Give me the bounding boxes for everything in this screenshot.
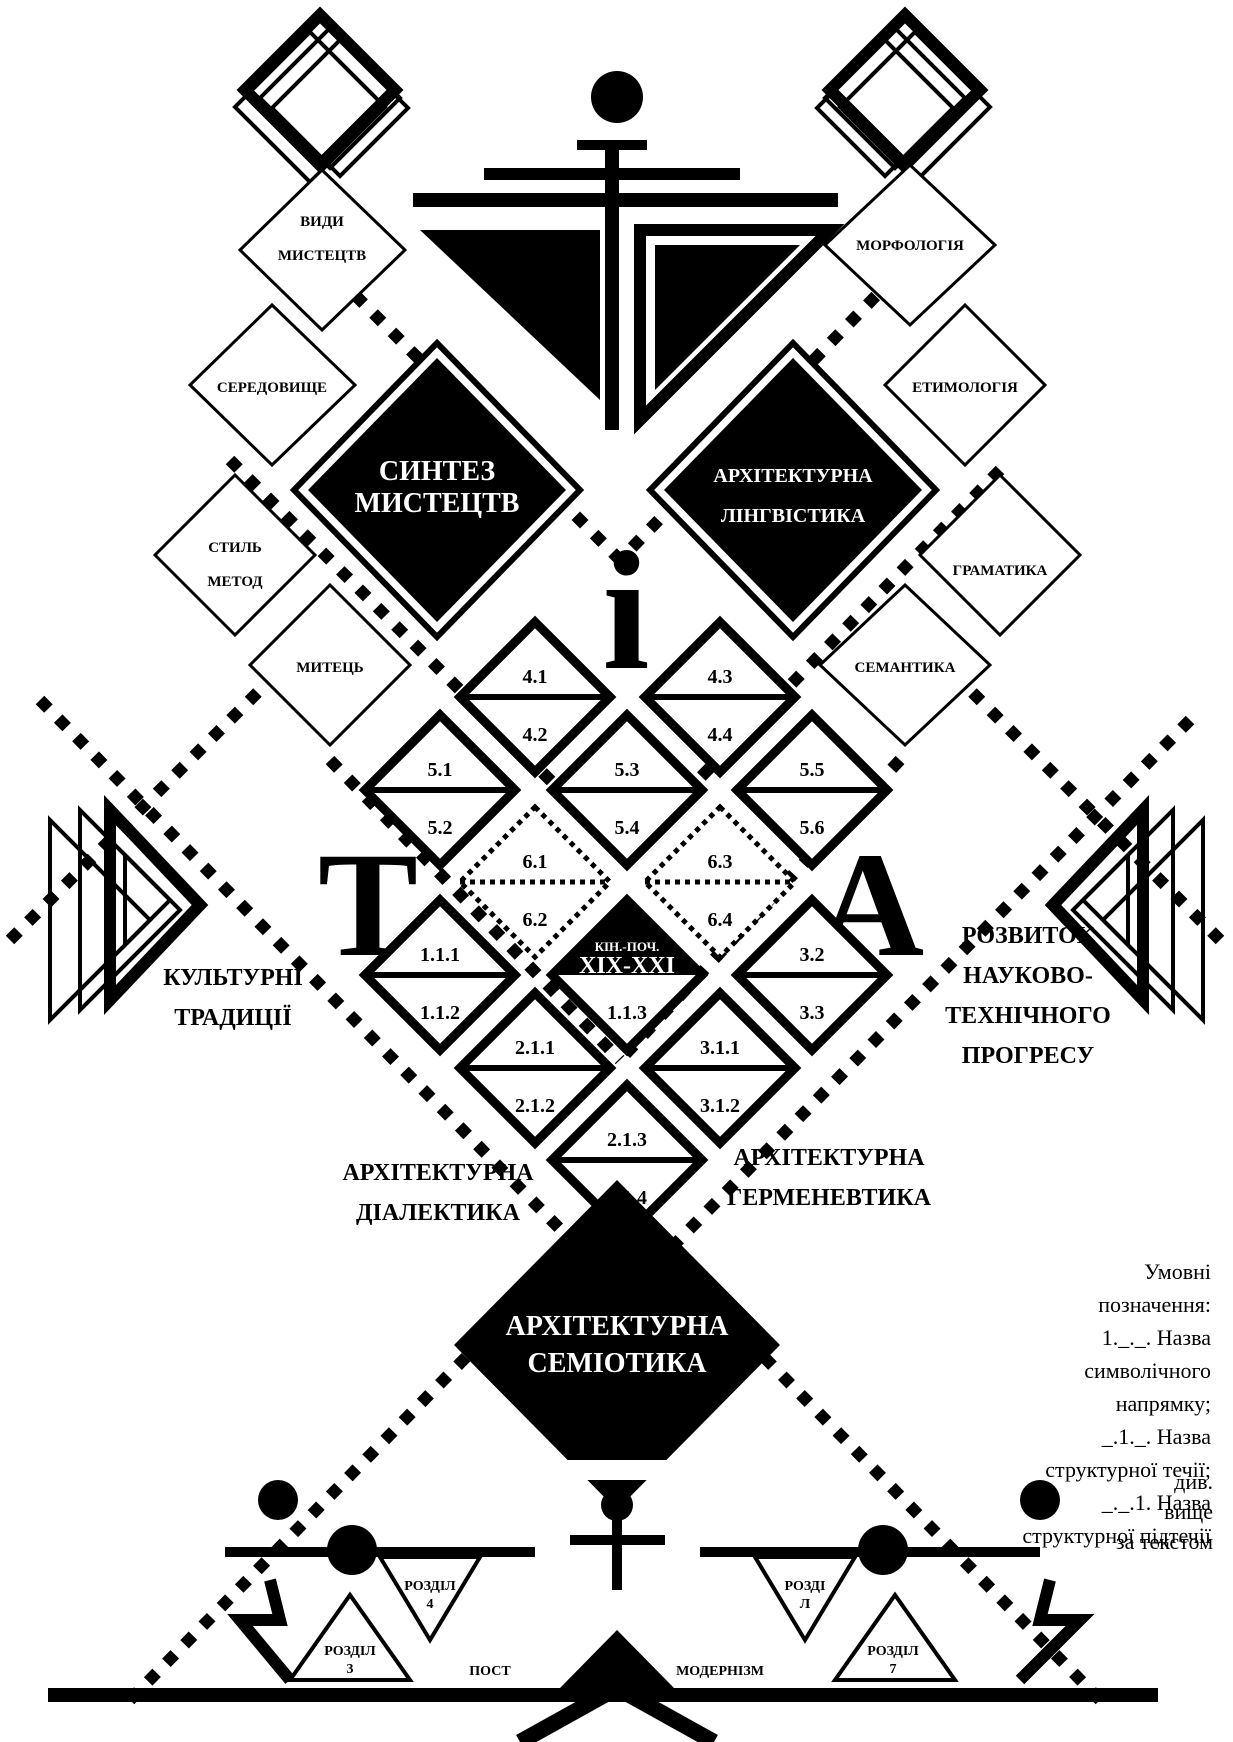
- cell-label: 4.4: [708, 724, 733, 746]
- cell-label: 5.6: [800, 817, 825, 839]
- cell-label: 6.4: [708, 909, 733, 931]
- cell-label: 6.3: [708, 851, 733, 873]
- dotted-diagonal: [10, 650, 300, 940]
- label-linhv-2: ЛІНГВІСТИКА: [721, 505, 866, 527]
- cell-label: 2.1.3: [607, 1129, 647, 1151]
- label-syntez-2: МИСТЕЦТВ: [355, 488, 520, 519]
- label-rozdil-l-b: Л: [800, 1597, 811, 1612]
- cell-label: 1.1.3: [607, 1002, 647, 1024]
- node-hramatyka: [920, 475, 1080, 635]
- label-morfologiya: МОРФОЛОГІЯ: [856, 238, 964, 254]
- cell-label: 1.1.2: [420, 1002, 460, 1024]
- label-vydy: ВИДИ: [300, 214, 344, 230]
- cell-label: 6.1: [523, 851, 548, 873]
- label-rozdil3-a: РОЗДІЛ: [324, 1644, 376, 1659]
- label-styl: СТИЛЬ: [208, 540, 262, 556]
- cell-label: 4.2: [523, 724, 548, 746]
- cell-label: 4.1: [523, 666, 548, 688]
- cell-label: 5.3: [615, 759, 640, 781]
- cells-grid: 4.1 4.2 4.3 4.4 5.1 5.2 5.3 5.4 5.5 5.6 6.1 6.2 6.3 6…: [365, 622, 887, 1235]
- cell-label: 3.1.2: [700, 1095, 740, 1117]
- cell-label: 1.1.1: [420, 944, 460, 966]
- label-linhv-1: АРХІТЕКТУРНА: [713, 465, 873, 487]
- cell-label: 3.1.1: [700, 1037, 740, 1059]
- label-rozdil4-b: 4: [427, 1597, 434, 1612]
- cell-label: 6.2: [523, 909, 548, 931]
- cell-label: 4.3: [708, 666, 733, 688]
- legend-line: символічного: [971, 1354, 1211, 1387]
- label-rozdil7-b: 7: [890, 1662, 897, 1677]
- label-dial-2: ДІАЛЕКТИКА: [356, 1200, 521, 1226]
- label-semiot-1: АРХІТЕКТУРНА: [506, 1311, 730, 1342]
- label-rozdil7-a: РОЗДІЛ: [867, 1644, 919, 1659]
- legend-line: позначення:: [971, 1288, 1211, 1321]
- ornament-top-left: [235, 15, 408, 182]
- label-etymologiya: ЕТИМОЛОГІЯ: [912, 380, 1018, 396]
- label-kult-1: КУЛЬТУРНІ: [163, 965, 303, 991]
- label-semantyka: СЕМАНТИКА: [855, 660, 956, 676]
- label-semiot-2: СЕМІОТИКА: [528, 1348, 708, 1379]
- note-line: за текстом: [1053, 1527, 1213, 1557]
- label-post: ПОСТ: [469, 1664, 511, 1679]
- letter-i: і: [602, 517, 649, 705]
- cell-label: 5.1: [428, 759, 453, 781]
- label-seredovyshche: СЕРЕДОВИЩЕ: [217, 380, 327, 396]
- note-line: див.: [1053, 1467, 1213, 1497]
- label-rozv-3: ТЕХНІЧНОГО: [945, 1003, 1111, 1029]
- label-syntez-1: СИНТЕЗ: [379, 456, 495, 487]
- label-metod: МЕТОД: [207, 574, 263, 590]
- label-hramatyka: ГРАМАТИКА: [953, 563, 1048, 579]
- label-rozdil4-a: РОЗДІЛ: [404, 1579, 456, 1594]
- label-rozdil3-b: 3: [347, 1662, 354, 1677]
- legend-line: напрямку;: [971, 1387, 1211, 1420]
- ornament-top-right: [817, 15, 990, 182]
- cell-label: 5.2: [428, 817, 453, 839]
- note: див. вище за текстом: [1053, 1467, 1213, 1557]
- cell-label: 5.5: [800, 759, 825, 781]
- note-line: вище: [1053, 1497, 1213, 1527]
- label-mytets: МИТЕЦЬ: [296, 660, 364, 676]
- label-kult-2: ТРАДИЦІЇ: [174, 1005, 291, 1031]
- cell-label: 2.1.1: [515, 1037, 555, 1059]
- label-rozv-4: ПРОГРЕСУ: [962, 1043, 1095, 1069]
- label-period-top: КІН.-ПОЧ.: [595, 939, 660, 954]
- label-modernizm: МОДЕРНІЗМ: [676, 1664, 764, 1679]
- dotted-diagonal: [930, 650, 1220, 940]
- label-mystetstv: МИСТЕЦТВ: [278, 248, 366, 264]
- label-rozv-2: НАУКОВО-: [963, 963, 1093, 989]
- label-rozdil-l-a: РОЗДІ: [785, 1579, 826, 1594]
- legend-line: _.1._. Назва: [971, 1420, 1211, 1453]
- label-herm-2: ГЕРМЕНЕВТИКА: [727, 1185, 932, 1211]
- cell-label: 3.3: [800, 1002, 825, 1024]
- cell-label: 3.2: [800, 944, 825, 966]
- legend-line: Умовні: [971, 1255, 1211, 1288]
- label-rozv-1: РОЗВИТОК: [962, 923, 1095, 949]
- label-dial-1: АРХІТЕКТУРНА: [342, 1160, 534, 1186]
- cell-label: 2.1.2: [515, 1095, 555, 1117]
- cell-label: 5.4: [615, 817, 640, 839]
- legend-line: 1._._. Назва: [971, 1321, 1211, 1354]
- label-herm-1: АРХІТЕКТУРНА: [733, 1145, 925, 1171]
- label-period-main: XIX-XXI: [579, 953, 675, 979]
